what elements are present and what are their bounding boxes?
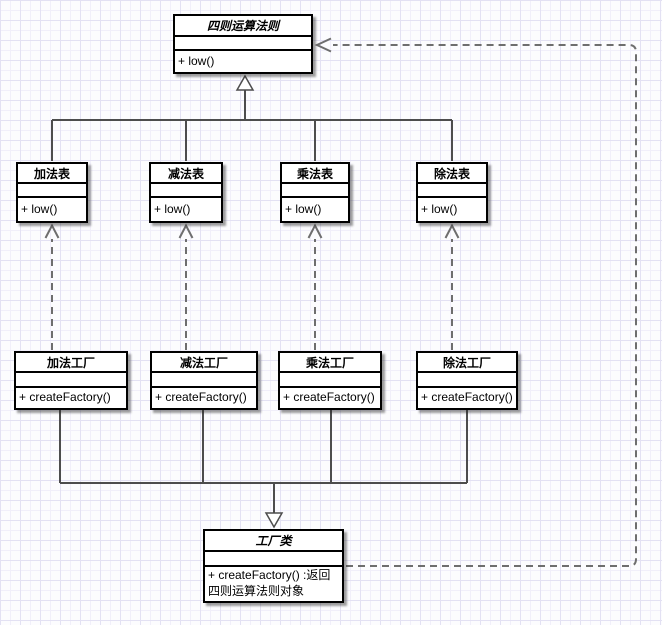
class-box-add-table[interactable]: 加法表 + low(): [16, 162, 88, 223]
open-arrowhead-icon: [444, 223, 460, 239]
class-method: + createFactory(): [421, 390, 513, 405]
open-arrowhead-icon: [44, 223, 60, 239]
class-attributes-empty: [282, 184, 348, 198]
class-box-sub-table[interactable]: 减法表 + low(): [149, 162, 223, 223]
class-attributes-empty: [280, 373, 380, 388]
class-method: + createFactory() :返回 四则运算法则对象: [208, 568, 331, 598]
class-box-abstract-product[interactable]: 四则运算法则 + low(): [173, 14, 313, 74]
class-box-mul-factory[interactable]: 乘法工厂 + createFactory(): [278, 351, 382, 410]
class-method: + createFactory(): [155, 390, 247, 405]
edge-dashed-line[interactable]: [333, 44, 637, 567]
class-attributes-empty: [418, 373, 516, 388]
class-title: 乘法表: [282, 164, 348, 184]
class-method: + low(): [285, 201, 322, 216]
generalization-tables-to-abstract-product[interactable]: [51, 74, 453, 161]
class-box-mul-table[interactable]: 乘法表 + low(): [280, 162, 350, 223]
class-attributes-empty: [175, 37, 311, 51]
class-title: 加法表: [18, 164, 86, 184]
class-box-add-factory[interactable]: 加法工厂 + createFactory(): [14, 351, 128, 410]
open-arrowhead-icon: [178, 223, 194, 239]
class-method: + createFactory(): [19, 390, 111, 405]
class-attributes-empty: [205, 552, 342, 567]
open-arrowhead-icon: [314, 37, 332, 53]
class-title: 除法表: [418, 164, 486, 184]
class-title: 减法工厂: [152, 353, 256, 373]
class-title: 乘法工厂: [280, 353, 380, 373]
class-title: 四则运算法则: [175, 16, 311, 37]
class-box-div-factory[interactable]: 除法工厂 + createFactory(): [416, 351, 518, 410]
class-title: 加法工厂: [16, 353, 126, 373]
open-arrowhead-icon: [307, 223, 323, 239]
class-method: + low(): [178, 53, 215, 68]
class-title: 除法工厂: [418, 353, 516, 373]
hollow-triangle-arrowhead-icon: [264, 512, 284, 529]
class-box-sub-factory[interactable]: 减法工厂 + createFactory(): [150, 351, 258, 410]
class-method: + low(): [421, 201, 458, 216]
class-attributes-empty: [418, 184, 486, 198]
class-box-abstract-factory[interactable]: 工厂类 + createFactory() :返回 四则运算法则对象: [203, 529, 344, 603]
dependency-factories-to-tables[interactable]: [44, 223, 460, 351]
class-method: + low(): [21, 201, 58, 216]
class-box-div-table[interactable]: 除法表 + low(): [416, 162, 488, 223]
hollow-triangle-arrowhead-icon: [235, 74, 255, 91]
class-title: 工厂类: [205, 531, 342, 552]
class-title: 减法表: [151, 164, 221, 184]
class-attributes-empty: [151, 184, 221, 198]
dependency-abstract-factory-to-abstract-product[interactable]: [314, 37, 637, 567]
class-method: + createFactory(): [283, 390, 375, 405]
class-attributes-empty: [16, 373, 126, 388]
class-attributes-empty: [18, 184, 86, 198]
class-attributes-empty: [152, 373, 256, 388]
class-method: + low(): [154, 201, 191, 216]
generalization-factories-to-abstract-factory[interactable]: [59, 410, 468, 529]
